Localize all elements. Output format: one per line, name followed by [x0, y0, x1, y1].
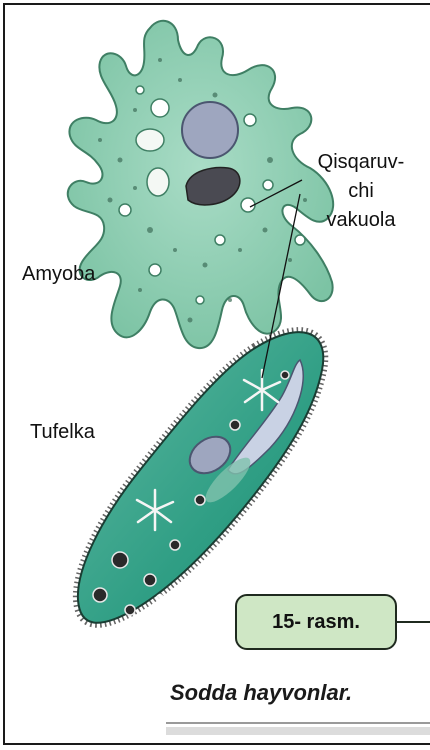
amoeba-nucleus [182, 102, 238, 158]
figure-caption: Sodda hayvonlar. [170, 680, 352, 706]
label-tufelka: Tufelka [30, 420, 95, 444]
label-contractile-vacuole: Qisqaruv- chi vakuola [294, 148, 428, 235]
caption-rule-light [166, 727, 430, 735]
figure-number-text: 15- rasm. [272, 611, 360, 634]
figure-connector-line [397, 621, 430, 623]
figure-number-badge: 15- rasm. [235, 594, 397, 650]
label-amyoba: Amyoba [22, 262, 95, 286]
amoeba-food-vacuole [136, 129, 164, 151]
label-vakuola-line-3: vakuola [294, 206, 428, 235]
label-vakuola-line-1: Qisqaruv- [294, 148, 428, 177]
label-vakuola-line-2: chi [294, 177, 428, 206]
caption-rule-dark [166, 722, 430, 724]
amoeba-food-vacuole-2 [147, 168, 169, 196]
paramecium [78, 332, 323, 623]
